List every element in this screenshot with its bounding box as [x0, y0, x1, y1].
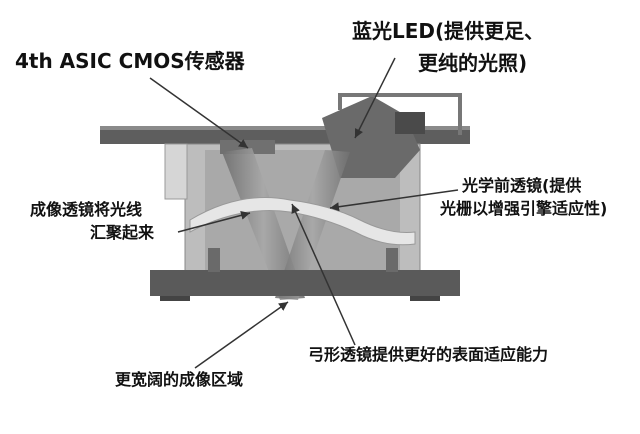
label-led-line1: 蓝光LED(提供更足、	[352, 19, 545, 43]
arrow-imaging-lens	[177, 210, 251, 233]
label-front-lens-line1: 光学前透镜(提供	[462, 176, 582, 195]
imaging-beam	[222, 148, 305, 300]
led-bracket	[338, 93, 462, 135]
label-imaging-area: 更宽阔的成像区域	[115, 370, 244, 389]
label-front-lens-line2: 光栅以增强引擎适应性)	[440, 199, 608, 218]
label-imaging-lens-line2: 汇聚起来	[90, 223, 155, 242]
bottom-plate	[150, 270, 460, 296]
housing-left-wall	[164, 143, 188, 200]
left-leg	[208, 248, 220, 272]
top-plate-highlight	[100, 126, 470, 130]
label-imaging-lens-line1: 成像透镜将光线	[30, 200, 143, 219]
arrow-led	[354, 57, 396, 139]
arrow-front-lens	[329, 189, 459, 212]
arrow-imaging-area	[194, 301, 289, 369]
arrow-arc-lens	[291, 203, 356, 346]
label-sensor: 4th ASIC CMOS传感器	[15, 49, 245, 73]
label-arc-lens: 弓形透镜提供更好的表面适应能力	[308, 345, 549, 364]
right-leg	[386, 248, 398, 272]
led-cap	[395, 112, 425, 134]
arc-lens	[189, 197, 416, 246]
arrow-sensor	[149, 77, 249, 149]
label-led-line2: 更纯的光照)	[418, 51, 528, 75]
right-foot	[410, 296, 440, 301]
illumination-beam	[275, 150, 350, 300]
left-foot	[160, 296, 190, 301]
